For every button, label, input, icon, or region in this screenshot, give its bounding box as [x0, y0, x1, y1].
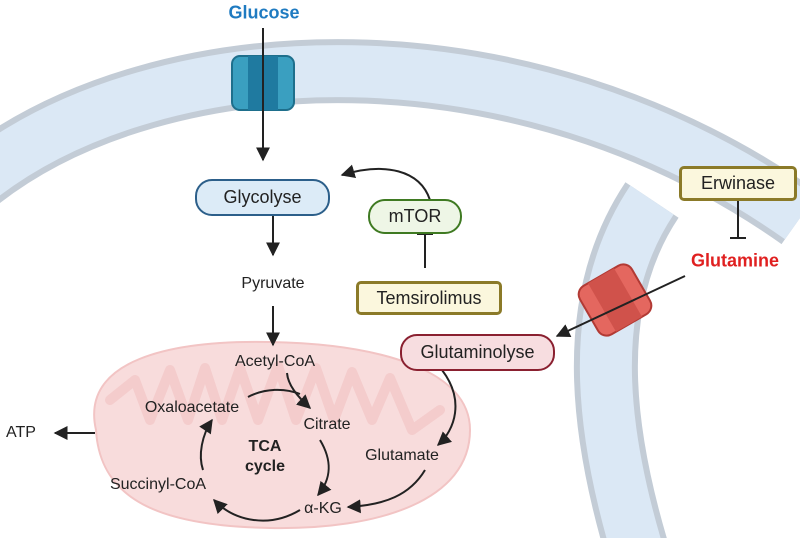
glutamine-to-glutaminolyse-arrow — [555, 275, 686, 337]
atp-label: ATP — [6, 424, 36, 441]
citrate-label: Citrate — [303, 416, 351, 433]
glutamate-label: Glutamate — [365, 447, 439, 464]
tca-arc-left — [199, 418, 213, 471]
glutamate-to-akg-arrow — [346, 469, 426, 514]
alpha-kg-label: α-KG — [304, 500, 342, 517]
glucose-label: Glucose — [228, 2, 300, 23]
pyruvate-label: Pyruvate — [241, 275, 305, 292]
acetyl-coa-label: Acetyl-CoA — [234, 353, 316, 370]
succinyl-coa-label: Succinyl-CoA — [109, 476, 207, 493]
erwinase-node: Erwinase — [679, 166, 797, 201]
cell-membrane-inner — [0, 45, 800, 240]
glycolyse-node: Glycolyse — [195, 179, 330, 216]
tca-arc-bottom — [213, 498, 301, 522]
acetylcoa-to-citrate-arrow — [286, 372, 312, 409]
glutaminolyse-to-glutamate-arrow — [436, 369, 457, 446]
mtor-to-glycolyse-arrow — [340, 164, 431, 201]
oxaloacetate-label: Oxaloacetate — [144, 399, 240, 416]
tca-arc-right — [317, 439, 332, 497]
mtor-node: mTOR — [368, 199, 462, 234]
mitochondrion — [93, 340, 472, 530]
tca-arc-top — [247, 388, 301, 398]
tca-cycle-label-line2: cycle — [244, 458, 286, 475]
glucose-transporter — [231, 28, 295, 162]
temsirolimus-node: Temsirolimus — [356, 281, 502, 315]
tca-cycle-label-line1: TCA — [248, 438, 282, 455]
glutamine-label: Glutamine — [690, 250, 780, 271]
glutaminolyse-node: Glutaminolyse — [400, 334, 555, 371]
cell-membrane-right-inner — [579, 185, 674, 538]
